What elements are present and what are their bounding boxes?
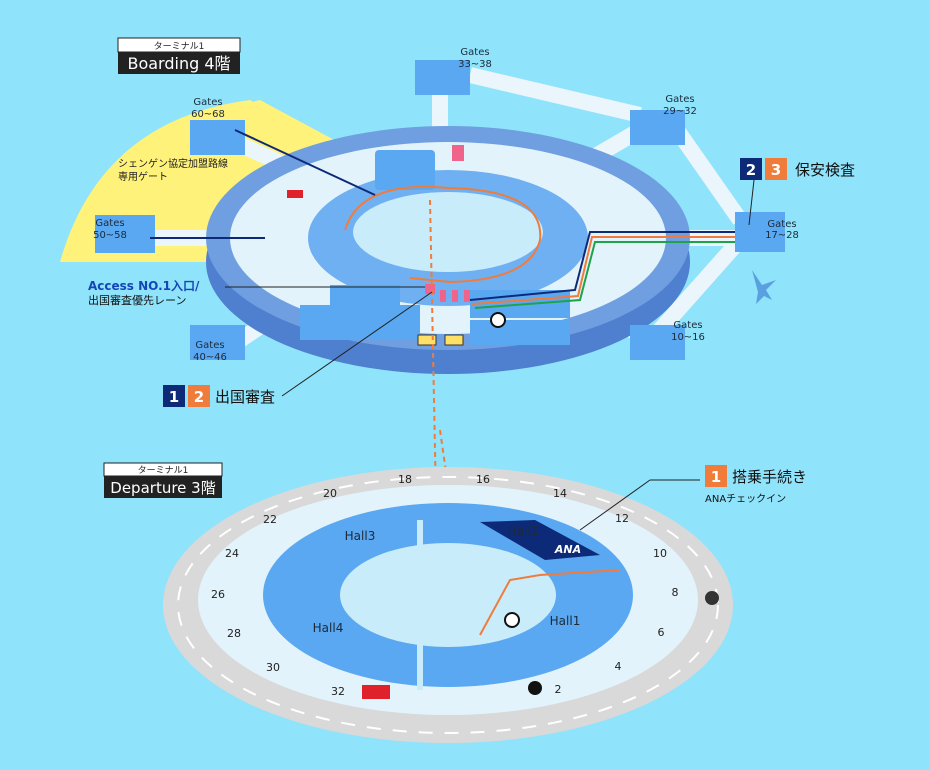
gate-label: Gates (193, 97, 222, 108)
counter-number: 28 (227, 627, 241, 640)
currency-icon (504, 612, 520, 628)
departure-label: ターミナル1 Departure 3階 (103, 462, 223, 498)
shop-pink (452, 145, 464, 161)
gate-label: Gates (460, 47, 489, 58)
counter-number: 32 (331, 685, 345, 698)
counter-number: 10 (653, 547, 667, 560)
counter-number: 30 (266, 661, 280, 674)
gate-range: 29~32 (663, 106, 697, 117)
checkin-route (479, 569, 621, 636)
departure-atrium (340, 543, 556, 647)
info-icon (528, 681, 542, 695)
counter-number: 2 (555, 683, 562, 696)
gate-range: 50~58 (93, 230, 127, 241)
hall-label: Hall1 (550, 614, 581, 628)
counter-number: 26 (211, 588, 225, 601)
gate-label: Gates (95, 218, 124, 229)
badge-num: 2 (746, 161, 756, 179)
currency-icon (490, 312, 506, 328)
ana-logo: ANA (554, 543, 581, 556)
gate-range: 33~38 (458, 59, 492, 70)
airplane-icon (752, 270, 776, 304)
departure-sub: ターミナル1 (138, 465, 189, 476)
departure-title: Departure 3階 (110, 479, 215, 497)
access-sub: 出国審査優先レーン (88, 293, 186, 307)
counter-number: 12 (615, 512, 629, 525)
gate-range: 17~28 (765, 230, 799, 241)
boarding-sub: ターミナル1 (154, 41, 205, 52)
badge-num: 1 (169, 388, 179, 406)
badge-num: 2 (194, 388, 204, 406)
navy-route (469, 231, 735, 301)
counter-number: 14 (553, 487, 567, 500)
boarding-title: Boarding 4階 (127, 54, 230, 73)
hall-label: Hall3 (345, 529, 376, 543)
gate-range: 40~46 (193, 352, 227, 363)
taxi-icon (705, 591, 719, 605)
gate-label: Gates (195, 340, 224, 351)
checkin-label: 搭乗手続き (732, 468, 807, 486)
gate-blocks (95, 60, 785, 360)
counter-number: 4 (615, 660, 622, 673)
route-60 (234, 129, 376, 196)
road-markings (177, 476, 719, 734)
counter-number: 8 (672, 586, 679, 599)
ana-counter (480, 520, 600, 560)
counter-number: 18 (398, 473, 412, 486)
counter-number: 22 (263, 513, 277, 526)
gate-range: 60~68 (191, 109, 225, 120)
immigration-label: 出国審査 (215, 388, 275, 406)
atrium (353, 192, 543, 272)
schengen-label: シェンゲン協定加盟路線 (118, 157, 228, 170)
gate-label: Gates (767, 219, 796, 230)
immigration-badge: 1 2 出国審査 (163, 291, 433, 407)
badge-num: 1 (711, 468, 721, 486)
boarding-label: ターミナル1 Boarding 4階 (117, 37, 241, 74)
counter-number: 24 (225, 547, 239, 560)
counter-number: 20 (323, 487, 337, 500)
access-label: Access NO.1入口/ (88, 279, 200, 293)
shops (300, 150, 570, 345)
hall-label: Hall2 (508, 524, 539, 538)
orange-route (344, 185, 542, 284)
gate-label: Gates (673, 320, 702, 331)
security-label: 保安検査 (795, 161, 855, 179)
hall-label: Hall4 (313, 621, 344, 635)
shop-red (362, 685, 390, 699)
counter-number: 6 (658, 626, 665, 639)
gate-range: 10~16 (671, 332, 705, 343)
schengen-label-2: 専用ゲート (118, 171, 168, 183)
orange-route-2 (471, 236, 735, 305)
shop-red (287, 190, 303, 198)
gate-label: Gates (665, 94, 694, 105)
security-badge: 2 3 保安検査 (740, 158, 855, 226)
access-gate (425, 284, 435, 294)
counter-number: 16 (476, 473, 490, 486)
checkin-sub: ANAチェックイン (705, 493, 786, 505)
badge-num: 3 (771, 161, 781, 179)
restroom-icons (417, 334, 464, 346)
green-route (474, 241, 735, 309)
immigration-lanes (440, 290, 470, 302)
checkin-badge: 1 搭乗手続き ANAチェックイン (579, 465, 807, 531)
